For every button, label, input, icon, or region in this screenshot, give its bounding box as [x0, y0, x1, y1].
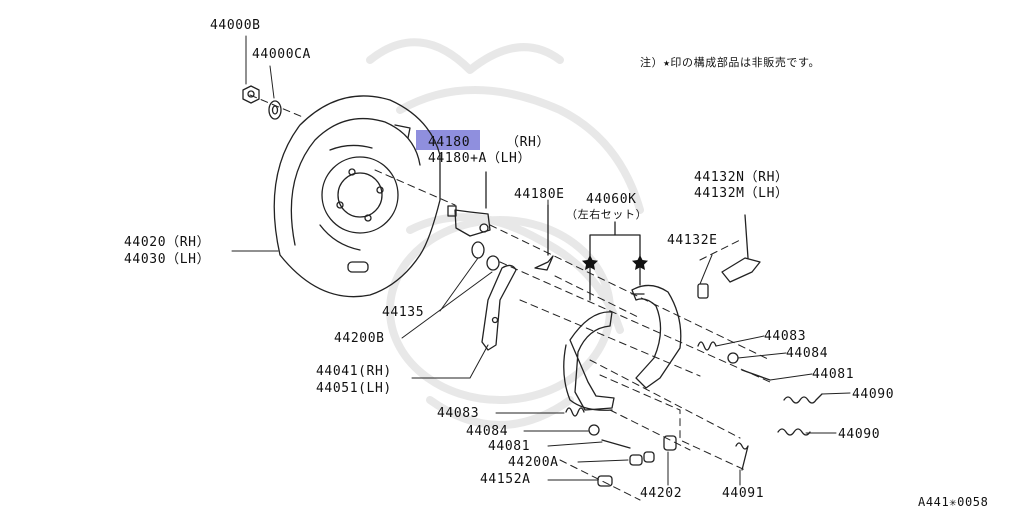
label-44000B[interactable]: 44000B	[210, 18, 261, 33]
label-44060K-note: （左右セット）	[566, 208, 648, 221]
label-44081-left[interactable]: 44081	[488, 439, 531, 454]
label-44152A[interactable]: 44152A	[480, 472, 531, 487]
part-44132E	[697, 283, 709, 299]
wheel-cylinder	[447, 171, 491, 237]
spring-44091	[735, 442, 749, 471]
label-44030[interactable]: 44030（LH）	[124, 252, 211, 267]
label-44090-a[interactable]: 44090	[852, 387, 895, 402]
brake-shoe-rear	[631, 254, 682, 389]
label-44135[interactable]: 44135	[382, 305, 425, 320]
label-44200B[interactable]: 44200B	[334, 331, 385, 346]
label-44180-lh[interactable]: 44180+A（LH）	[428, 151, 532, 166]
washer-44135	[471, 241, 485, 259]
spring-44083-right	[697, 341, 717, 351]
nut-44000B	[242, 85, 260, 104]
label-44132M[interactable]: 44132M（LH）	[694, 186, 789, 201]
label-44180E[interactable]: 44180E	[514, 187, 565, 202]
back-plate	[273, 95, 441, 298]
part-44180E	[534, 204, 554, 271]
label-44202[interactable]: 44202	[640, 486, 683, 501]
label-44060K[interactable]: 44060K	[586, 192, 637, 207]
label-44180-rh-side: （RH）	[506, 135, 551, 150]
part-44202	[663, 435, 677, 451]
label-44081-right[interactable]: 44081	[812, 367, 855, 382]
label-44083-right[interactable]: 44083	[764, 329, 807, 344]
part-44200B	[486, 255, 500, 271]
pin-44081-left	[601, 439, 631, 449]
cup-44084-right	[727, 352, 739, 364]
label-44041[interactable]: 44041(RH)	[316, 364, 392, 379]
label-44000CA[interactable]: 44000CA	[252, 47, 311, 62]
figure-code: A441✳︎0058	[918, 495, 989, 509]
lever-44041	[481, 264, 517, 351]
note-text: 注）★印の構成部品は非販売です。	[640, 56, 821, 69]
part-44152A	[597, 475, 613, 487]
label-44051[interactable]: 44051(LH)	[316, 381, 392, 396]
cup-44084-left	[588, 424, 600, 436]
label-44083-left[interactable]: 44083	[437, 406, 480, 421]
label-44091[interactable]: 44091	[722, 486, 765, 501]
kit-bracket-44060K	[589, 221, 641, 256]
spring-44090-a	[783, 393, 823, 404]
spring-44090-b	[777, 428, 811, 436]
pin-44081-right	[741, 369, 771, 381]
part-44200A	[629, 451, 655, 466]
label-44084-right[interactable]: 44084	[786, 346, 829, 361]
label-44180-rh-number[interactable]: 44180	[428, 135, 471, 150]
spring-44083-left	[565, 407, 585, 417]
label-44132E[interactable]: 44132E	[667, 233, 718, 248]
label-44084-left[interactable]: 44084	[466, 424, 509, 439]
washer-44000CA	[268, 100, 282, 120]
label-44020[interactable]: 44020（RH）	[124, 235, 211, 250]
axis-dashed-line	[249, 94, 771, 501]
watermark-emblem	[366, 38, 644, 429]
star-marks	[582, 255, 648, 270]
leader-lines	[231, 35, 851, 486]
adjuster-44132	[721, 214, 761, 283]
label-44132N[interactable]: 44132N（RH）	[694, 170, 789, 185]
label-44200A[interactable]: 44200A	[508, 455, 559, 470]
label-44090-b[interactable]: 44090	[838, 427, 881, 442]
